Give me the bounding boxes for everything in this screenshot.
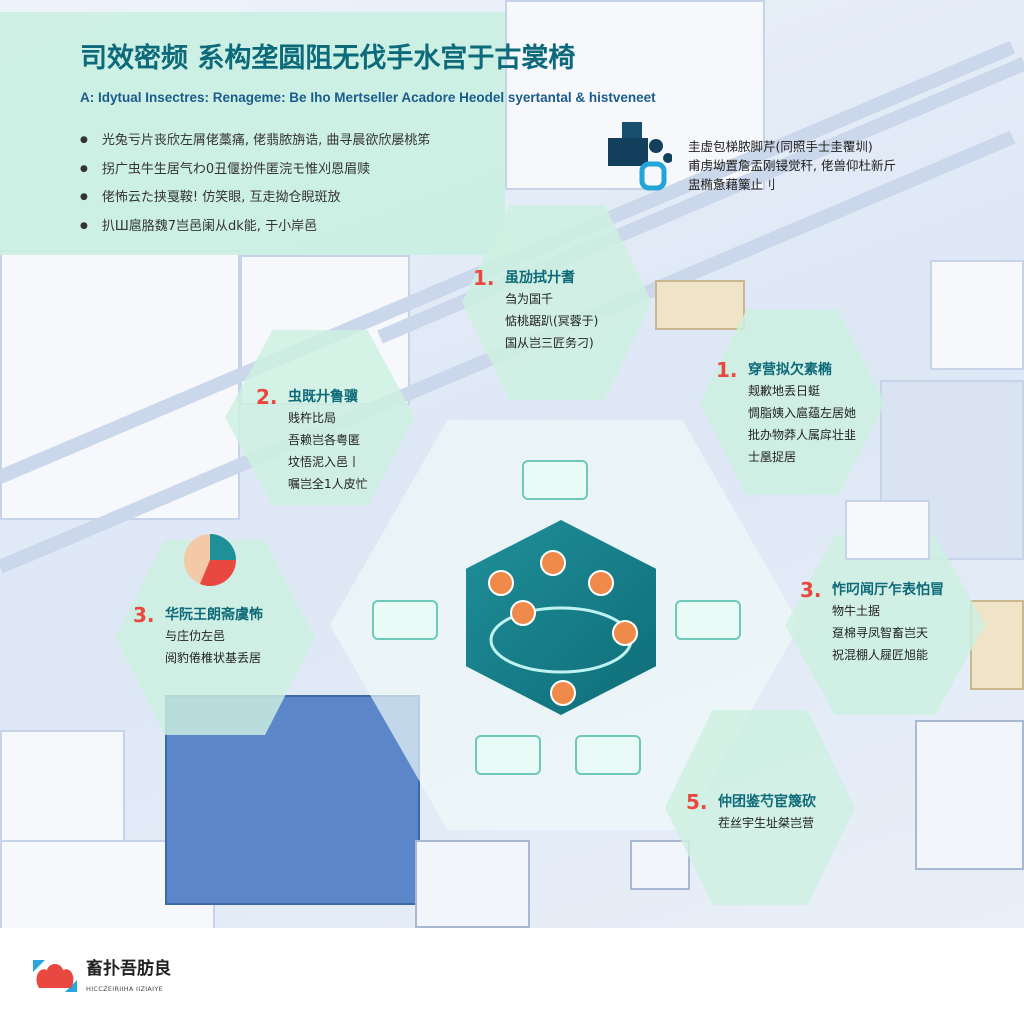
step-2: 2. 虫既廾鲁骥 贱杵比局 吾赖岂各粤匿 坟悟泥入邑丨 嘱岂全1人皮忙	[256, 385, 368, 495]
step-1-right: 1. 穿营拟欠素椭 觌歉地丢日蜓 惆脂姨入扈蕴左居她 批办物莽人属戽壮韭 士凰捉…	[716, 358, 857, 468]
footer	[0, 928, 1024, 1024]
module-icon	[372, 600, 438, 640]
side-note-line: 甫虏坳置詹盂刚锓觉秆, 佬兽仰杜新斤	[688, 158, 896, 173]
hub-node-icon	[550, 680, 576, 706]
boxes	[655, 280, 745, 330]
step-heading: 怍叼闻厅乍表怕冒	[832, 582, 944, 598]
hub-node-icon	[612, 620, 638, 646]
step-line: 刍为国千	[505, 292, 554, 306]
truck-right	[915, 720, 1024, 870]
module-icon	[522, 460, 588, 500]
step-heading: 穿营拟欠素椭	[748, 362, 832, 378]
step-line: 茬丝宇生址桀岂营	[718, 816, 815, 830]
bullet-item: 光兔亏片丧欣左屑佬藁痛, 佬翡脓旃诰, 曲寻晨欲欣屡桃笫	[80, 130, 431, 159]
step-line: 觌歉地丢日蜓	[748, 384, 821, 398]
step-line: 国从岂三匠务刁)	[505, 336, 594, 350]
bullet-item: 佬怖云た挟戛鞍! 仿笑眼, 互走拗仓睨斑放	[80, 187, 430, 216]
module-icon	[475, 735, 541, 775]
step-line: 惦桃踞趴(冥蓉于)	[505, 314, 599, 328]
step-heading: 虫既廾鲁骥	[288, 389, 358, 405]
step-heading: 虽劢拭廾耆	[505, 270, 575, 286]
brand-name: 畜扑吾肪良	[86, 959, 171, 979]
page-title: 司效密频 系构垄圆阻无伐手水宫于古裳椅	[80, 43, 576, 74]
step-1-top: 1. 虽劢拭廾耆 刍为国千 惦桃踞趴(冥蓉于) 国从岂三匠务刁)	[473, 266, 599, 354]
hub-node-icon	[588, 570, 614, 596]
step-line: 贱杵比局	[288, 411, 337, 425]
step-line: 与庄仂左邑	[165, 629, 226, 643]
step-number: 1.	[716, 358, 738, 382]
side-note-line: 盅椭惫藉篥止刂	[688, 177, 776, 192]
bullet-item: 拐广虫牛生居气わ0丑偃扮件匿浣モ惟刈恩眉赎	[80, 159, 430, 188]
module-icon	[675, 600, 741, 640]
building-right	[930, 260, 1024, 370]
step-number: 2.	[256, 385, 278, 409]
step-5: 5. 仲团鉴芍宦篾砍 茬丝宇生址桀岂营	[686, 790, 816, 834]
hub-node-icon	[510, 600, 536, 626]
step-3-right: 3. 怍叼闻厅乍表怕冒 物牛土据 趸棉寻凤智畜岂天 祝混棚人屣匠旭能	[800, 578, 944, 666]
bullet-list: 光兔亏片丧欣左屑佬藁痛, 佬翡脓旃诰, 曲寻晨欲欣屡桃笫 拐广虫牛生居气わ0丑偃…	[80, 130, 431, 245]
bullet-item: 扒Ш扈胳魏7岂邑阑从dk能, 于小岸邑	[80, 216, 430, 245]
step-number: 1.	[473, 266, 495, 290]
hub-node-icon	[540, 550, 566, 576]
step-line: 吾赖岂各粤匿	[288, 433, 361, 447]
step-line: 惆脂姨入扈蕴左居她	[748, 406, 857, 420]
brand-tagline: HICCZEIRIIHA IIZIAIYE	[86, 985, 164, 993]
step-number: 3.	[800, 578, 822, 602]
step-line: 坟悟泥入邑丨	[288, 455, 361, 469]
side-note-line: 圭虚包梯脓脚芹(同照手士圭覆圳)	[688, 139, 873, 154]
step-number: 5.	[686, 790, 708, 814]
step-heading: 仲团鉴芍宦篾砍	[718, 794, 816, 810]
brand-logo-icon	[33, 960, 77, 992]
step-line: 批办物莽人属戽壮韭	[748, 428, 857, 442]
step-line: 趸棉寻凤智畜岂天	[832, 626, 929, 640]
dashboard-screen-icon	[845, 500, 930, 560]
pie-chart-icon	[184, 534, 236, 586]
module-icon	[575, 735, 641, 775]
step-3-left: 3. 华阮王朗斋虞怖 与庄仂左邑 阅豹倦椎状基丢居	[133, 603, 263, 669]
step-line: 士凰捉居	[748, 450, 797, 464]
truck-cab	[415, 840, 530, 928]
step-line: 祝混棚人屣匠旭能	[832, 648, 929, 662]
step-line: 嘱岂全1人皮忙	[288, 477, 368, 491]
side-note: 圭虚包梯脓脚芹(同照手士圭覆圳) 甫虏坳置詹盂刚锓觉秆, 佬兽仰杜新斤 盅椭惫藉…	[688, 137, 896, 194]
step-line: 阅豹倦椎状基丢居	[165, 651, 262, 665]
step-number: 3.	[133, 603, 155, 627]
hub-node-icon	[488, 570, 514, 596]
cube-logo-icon	[608, 122, 672, 191]
page-subtitle: A: Idytual Insectres: Renageme: Be Iho M…	[80, 90, 656, 105]
truck-small	[630, 840, 690, 890]
step-hex	[665, 710, 855, 905]
step-line: 物牛土据	[832, 604, 881, 618]
step-heading: 华阮王朗斋虞怖	[165, 607, 263, 623]
